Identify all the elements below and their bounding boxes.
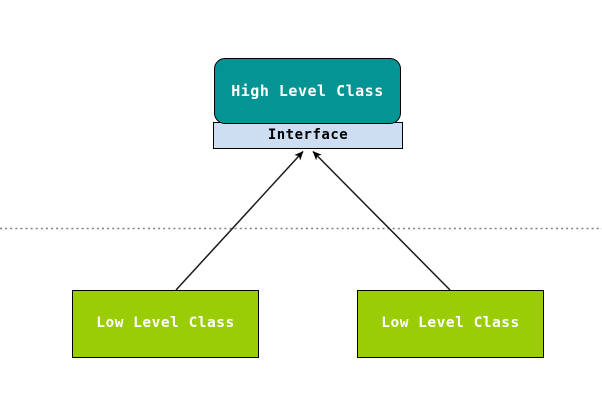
node-interface[interactable]: Interface [213, 122, 403, 149]
node-high-level-class[interactable]: High Level Class [214, 58, 401, 124]
node-low-level-class-left-label: Low Level Class [96, 315, 235, 332]
right-implements-arrow [312, 150, 451, 291]
node-low-level-class-left[interactable]: Low Level Class [72, 290, 259, 358]
node-interface-label: Interface [267, 126, 349, 143]
left-implements-arrow [175, 150, 304, 291]
node-low-level-class-right-label: Low Level Class [381, 315, 520, 332]
node-high-level-class-label: High Level Class [231, 81, 384, 100]
node-low-level-class-right[interactable]: Low Level Class [357, 290, 544, 358]
